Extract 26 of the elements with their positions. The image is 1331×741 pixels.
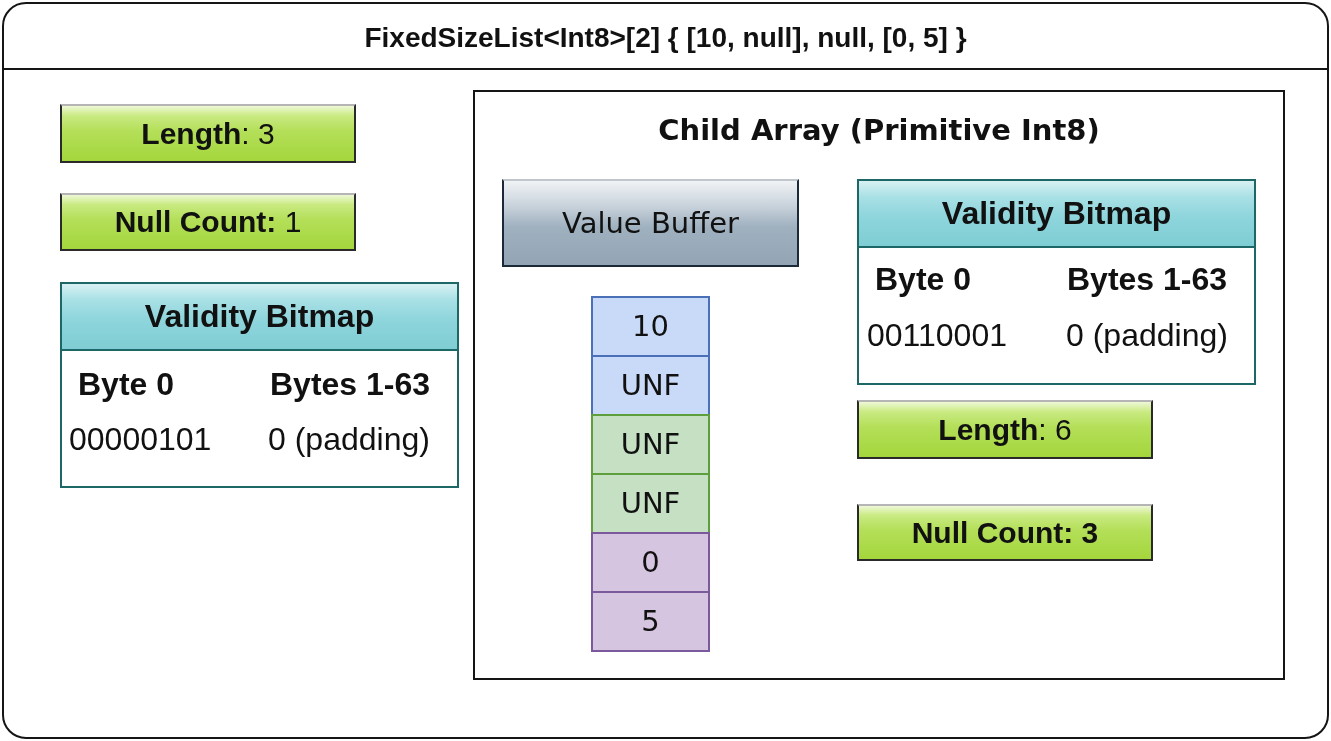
metadata-bar: Length: 3 <box>60 104 356 163</box>
bitmap-header: Validity Bitmap <box>62 284 457 351</box>
buffer-header-bar: Value Buffer <box>502 179 799 267</box>
bitmap-table <box>60 282 459 488</box>
frame-title: FixedSizeList<Int8>[2] { [10, null], null, [0, 5] } <box>364 21 967 55</box>
bit-value: 00110001 <box>867 317 1007 353</box>
metadata-bar: Length: 6 <box>857 400 1153 459</box>
panel-title: Child Array (Primitive Int8) <box>658 112 1100 148</box>
padding-value: 0 (padding) <box>1066 317 1228 353</box>
column-heading: Byte 0 <box>78 366 175 402</box>
metadata-bar: Null Count: 1 <box>60 193 356 251</box>
buffer-slot: UNF <box>591 473 710 534</box>
padding-value: 0 (padding) <box>268 421 430 457</box>
column-heading: Bytes 1-63 <box>270 366 431 402</box>
buffer-slot: 0 <box>591 532 710 593</box>
buffer-slot: 5 <box>591 591 710 652</box>
child-array-panel <box>473 90 1285 680</box>
buffer-slot: UNF <box>591 414 710 475</box>
column-heading: Byte 0 <box>875 261 972 297</box>
buffer-slot: UNF <box>591 355 710 416</box>
bitmap-table <box>857 179 1256 385</box>
buffer-slot: 10 <box>591 296 710 357</box>
bit-value: 00000101 <box>69 421 212 457</box>
bitmap-header: Validity Bitmap <box>859 181 1254 248</box>
metadata-bar: Null Count: 3 <box>857 504 1153 561</box>
column-heading: Bytes 1-63 <box>1067 261 1228 297</box>
